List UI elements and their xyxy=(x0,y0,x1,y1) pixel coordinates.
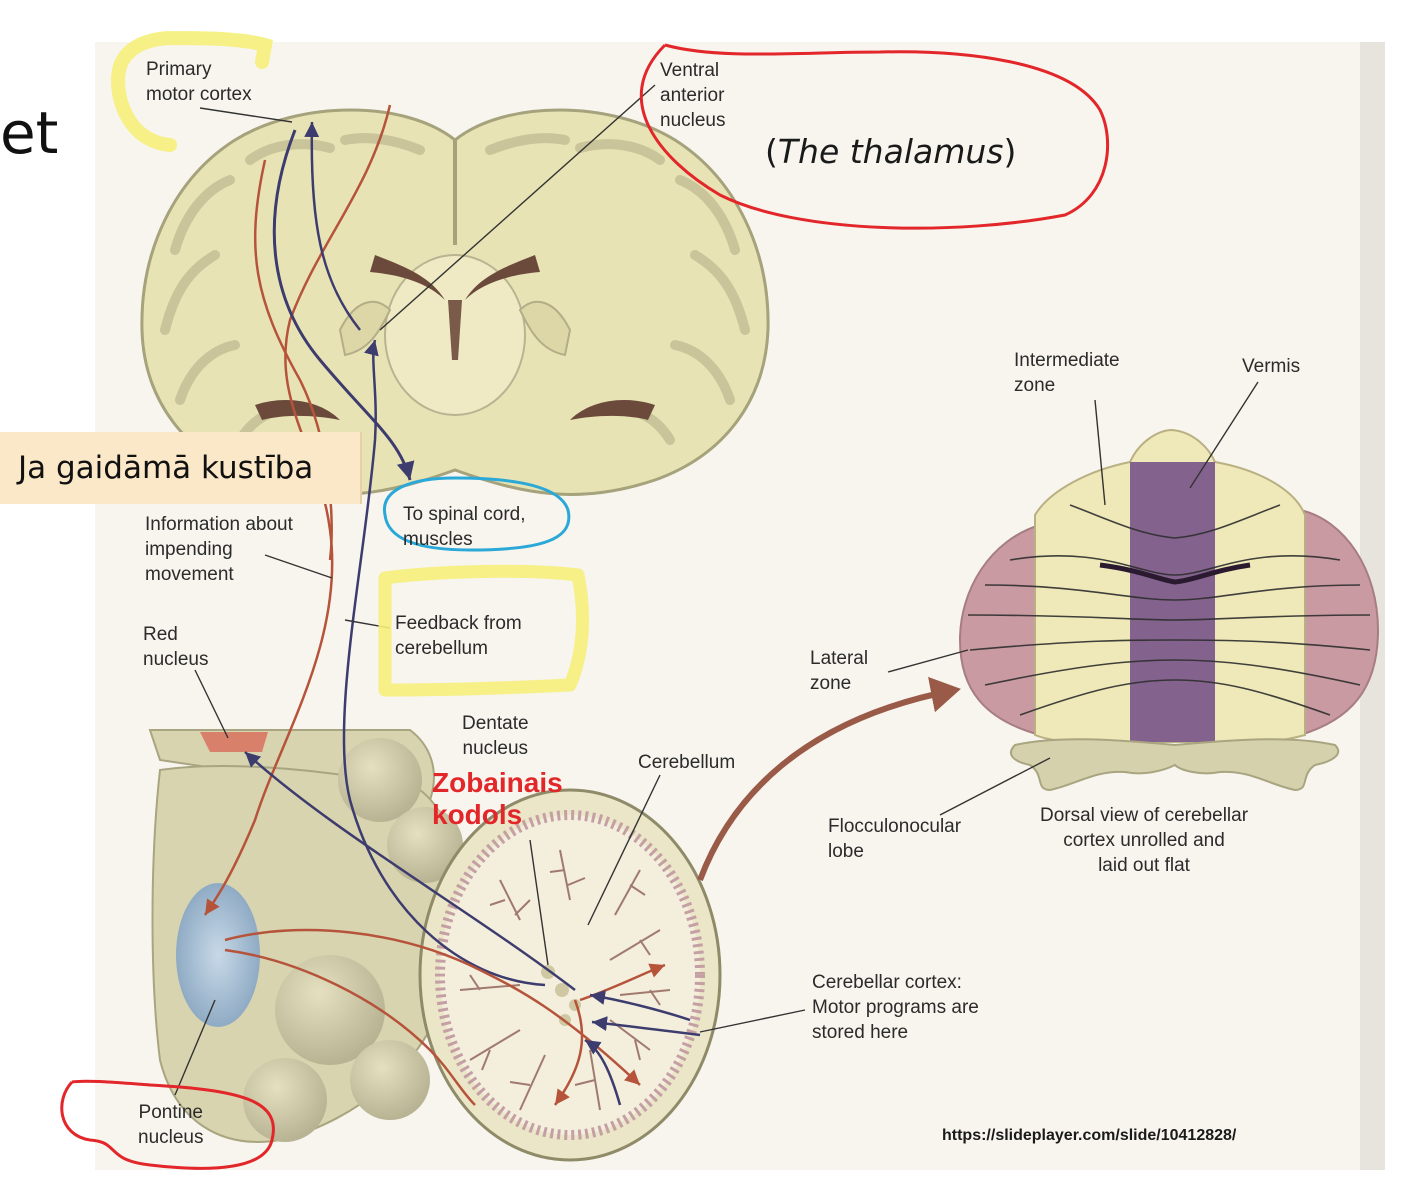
source-url: https://slideplayer.com/slide/10412828/ xyxy=(942,1127,1237,1144)
label-dentate-nucleus: Dentate nucleus xyxy=(462,713,529,759)
coronal-brain-section xyxy=(140,108,770,496)
red-highlight-thalamus xyxy=(639,43,1110,230)
label-feedback-from-cerebellum: Feedback from cerebellum xyxy=(395,613,522,659)
thalamus-paren-open: ( xyxy=(765,132,778,171)
blue-highlight-spinal-cord xyxy=(382,476,571,552)
yellow-highlight-feedback xyxy=(378,564,589,697)
red-highlight-pontine xyxy=(60,1079,275,1170)
label-zobainais-kodols: Zobainais kodols xyxy=(432,767,563,830)
label-lateral-zone: Lateral zone xyxy=(810,648,869,694)
lateral-zone-right xyxy=(1299,508,1380,737)
temporal-horn-right xyxy=(570,400,655,420)
leader-lines xyxy=(174,84,1259,1096)
label-pontine-nucleus: Pontine nucleus xyxy=(138,1102,204,1148)
label-information-about-movement: Information about impending movement xyxy=(145,514,293,585)
label-cerebellar-cortex: Cerebellar cortex: Motor programs are st… xyxy=(812,972,979,1043)
temporal-horn-left xyxy=(255,400,340,420)
thalamus-note-italic: The thalamus xyxy=(777,132,1004,171)
flocculonodular-lobe-shape xyxy=(1010,738,1340,792)
label-dorsal-view: Dorsal view of cerebellar cortex unrolle… xyxy=(1040,805,1249,876)
lateral-ventricle-left xyxy=(370,255,445,300)
label-to-spinal-cord: To spinal cord, muscles xyxy=(403,504,526,550)
slide-title-fragment: et xyxy=(0,99,59,167)
lateral-ventricle-right xyxy=(465,255,540,300)
annotations xyxy=(60,31,1110,1170)
pathways xyxy=(203,104,961,1106)
label-vermis: Vermis xyxy=(1242,356,1301,377)
pontine-nucleus-shape xyxy=(176,883,260,1027)
label-flocculonodular-lobe: Flocculonocular lobe xyxy=(828,816,962,862)
callout-expected-movement: Ja gaidāmā kustība xyxy=(0,432,362,504)
label-red-nucleus: Red nucleus xyxy=(143,624,209,670)
vermis-shape xyxy=(1130,462,1215,742)
thalamus-note: (The thalamus) xyxy=(765,130,1016,174)
label-cerebellum: Cerebellum xyxy=(638,752,736,773)
lateral-zone-left xyxy=(958,523,1041,737)
label-primary-motor-cortex: Primary motor cortex xyxy=(146,59,252,105)
yellow-highlight-primary-motor xyxy=(110,31,273,152)
brainstem-cerebellum xyxy=(148,729,722,1162)
unrolled-cerebellum xyxy=(958,428,1380,792)
label-intermediate-zone: Intermediate zone xyxy=(1014,350,1120,396)
thalamus-paren-close: ) xyxy=(1003,132,1017,171)
label-ventral-anterior-nucleus: Ventral anterior nucleus xyxy=(660,60,726,131)
